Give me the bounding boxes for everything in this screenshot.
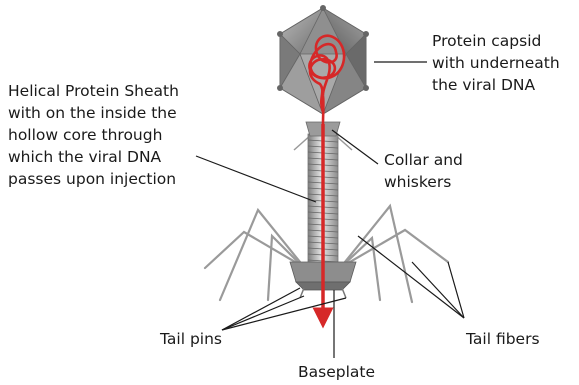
- label-line: the viral DNA: [432, 74, 560, 96]
- label-collar-and-whiskers: Collar and whiskers: [384, 149, 463, 193]
- label-line: Protein capsid: [432, 30, 560, 52]
- leader-pins-c: [222, 298, 346, 330]
- label-protein-capsid: Protein capsid with underneath the viral…: [432, 30, 560, 96]
- label-line: hollow core through: [8, 124, 179, 146]
- leader-pins-b: [222, 296, 304, 330]
- label-tail-fibers: Tail fibers: [466, 328, 540, 350]
- label-line: whiskers: [384, 171, 463, 193]
- leader-collar: [332, 130, 378, 164]
- label-baseplate: Baseplate: [298, 361, 375, 383]
- label-line: passes upon injection: [8, 168, 179, 190]
- label-line: Collar and: [384, 149, 463, 171]
- leader-fibers-a: [358, 236, 464, 318]
- label-helical-protein-sheath: Helical Protein Sheath with on the insid…: [8, 80, 179, 190]
- label-line: with underneath: [432, 52, 560, 74]
- label-line: with on the inside the: [8, 102, 179, 124]
- leader-sheath: [196, 156, 316, 202]
- label-line: which the viral DNA: [8, 146, 179, 168]
- leader-pins-a: [222, 288, 300, 330]
- label-tail-pins: Tail pins: [160, 328, 222, 350]
- label-line: Helical Protein Sheath: [8, 80, 179, 102]
